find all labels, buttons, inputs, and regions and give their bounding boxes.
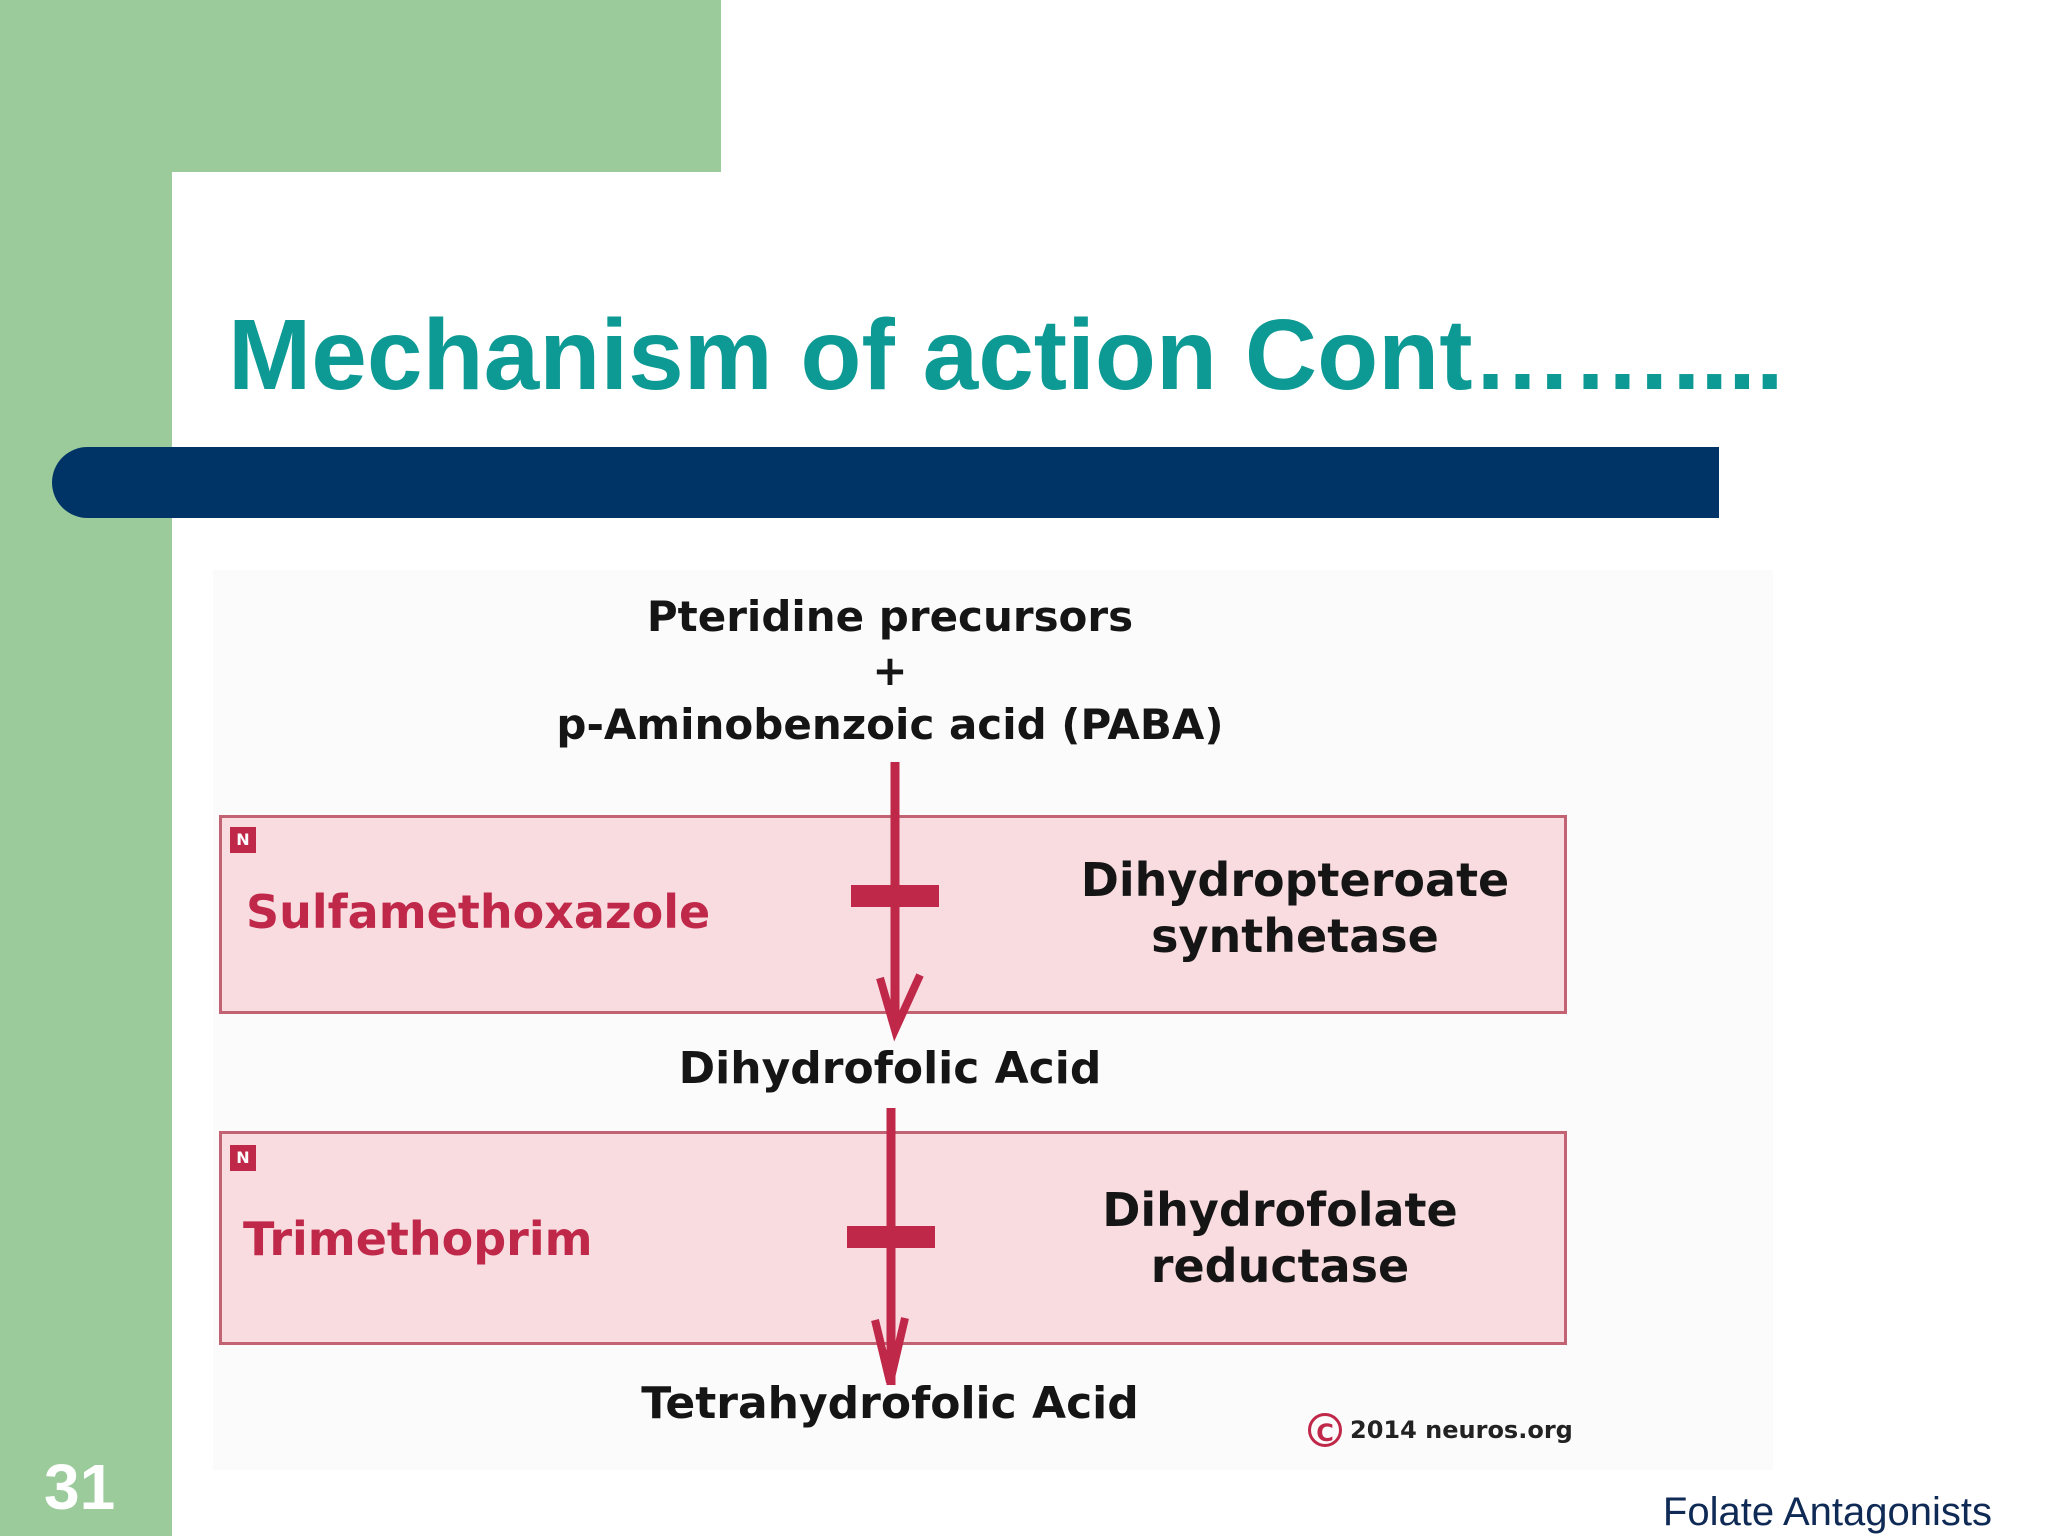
copyright-text: 2014 neuros.org: [1350, 1416, 1573, 1444]
arrowhead-2: [871, 1317, 909, 1383]
slide-number: 31: [44, 1451, 116, 1523]
slide-title: Mechanism of action Cont……....: [228, 299, 1784, 411]
drug-label-trimethoprim: Trimethoprim: [243, 1212, 593, 1266]
drug-label-sulfamethoxazole: Sulfamethoxazole: [246, 885, 711, 939]
title-underline-bar: [52, 447, 1719, 518]
enzyme-label-dihydrofolate-reductase: Dihydrofolate reductase: [1102, 1183, 1458, 1293]
n-badge-icon: N: [230, 827, 256, 853]
copyright-notice: C 2014 neuros.org: [1308, 1413, 1573, 1447]
arrowhead-1: [876, 973, 924, 1042]
inhibition-bar-2: [847, 1226, 935, 1248]
copyright-icon: C: [1308, 1413, 1342, 1447]
enzyme-label-dihydropteroate-synthetase: Dihydropteroate synthetase: [1080, 853, 1510, 963]
top-green-block: [0, 0, 721, 172]
left-green-strip: [0, 0, 172, 1536]
footer-text: Folate Antagonists: [1662, 1490, 1992, 1534]
inhibition-bar-1: [851, 885, 939, 907]
n-badge-icon: N: [230, 1145, 256, 1171]
